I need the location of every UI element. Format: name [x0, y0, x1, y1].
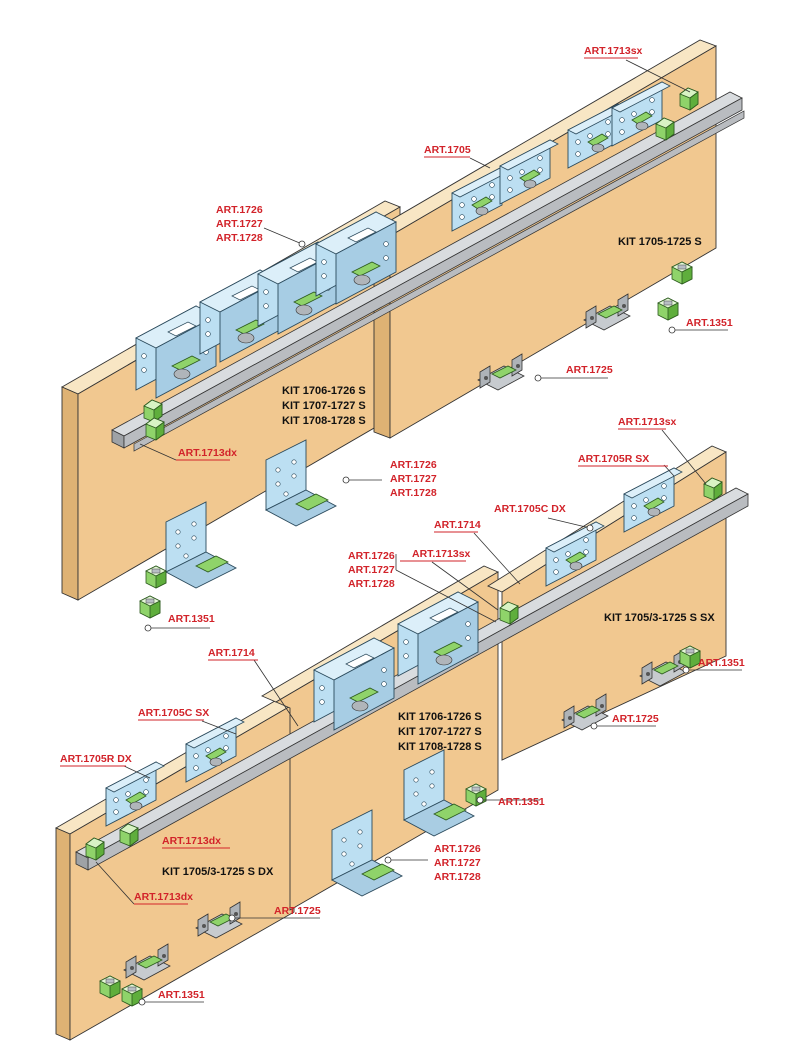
kit-label-1705-1725: KIT 1705-1725 S — [618, 236, 702, 248]
label-art-1705c-sx: ART.1705C SX — [138, 707, 209, 719]
kit-label-1708: KIT 1708-1728 S — [282, 415, 366, 427]
label-art-1714: ART.1714 — [434, 519, 481, 531]
label-art-1727-b: ART.1727 — [390, 473, 437, 485]
label-art-1727: ART.1727 — [216, 218, 263, 230]
label-art-1351-c: ART.1351 — [698, 657, 745, 669]
label-art-1705r-dx: ART.1705R DX — [60, 753, 132, 765]
label-art-1728: ART.1728 — [216, 232, 263, 244]
label-art-1351-d: ART.1351 — [498, 796, 545, 808]
labels: ART.1713sx ART.1705 ART.1726 ART.1727 AR… — [60, 45, 745, 1001]
label-art-1727-c: ART.1727 — [348, 564, 395, 576]
stop-cube-1351-e — [679, 645, 701, 669]
bottom-assembly — [54, 445, 749, 1041]
label-art-1705c-dx: ART.1705C DX — [494, 503, 566, 515]
label-art-1726: ART.1726 — [216, 204, 263, 216]
stop-cube-1351-f — [465, 783, 487, 807]
stop-cube-1351-c — [145, 565, 167, 589]
kit-label-1708-b: KIT 1708-1728 S — [398, 741, 482, 753]
label-art-1726-d: ART.1726 — [434, 843, 481, 855]
label-art-1726-c: ART.1726 — [348, 550, 395, 562]
label-art-1713dx-c: ART.1713dx — [134, 891, 193, 903]
label-art-1351-b: ART.1351 — [168, 613, 215, 625]
top-assembly — [61, 39, 745, 619]
stop-cube-1351 — [671, 261, 693, 285]
label-art-1705r-sx: ART.1705R SX — [578, 453, 649, 465]
label-art-1713sx-b: ART.1713sx — [618, 416, 677, 428]
label-art-1727-d: ART.1727 — [434, 857, 481, 869]
stop-cube-1351-g — [99, 975, 121, 999]
label-art-1726-b: ART.1726 — [390, 459, 437, 471]
label-art-1728-d: ART.1728 — [434, 871, 481, 883]
kit-label-1706: KIT 1706-1726 S — [282, 385, 366, 397]
kit-label-1705-3-dx: KIT 1705/3-1725 S DX — [162, 866, 274, 878]
label-art-1713dx: ART.1713dx — [178, 447, 237, 459]
label-art-1725: ART.1725 — [566, 364, 613, 376]
stop-cube-1351-b — [657, 297, 679, 321]
label-art-1713sx-c: ART.1713sx — [412, 548, 471, 560]
label-art-1725-c: ART.1725 — [274, 905, 321, 917]
kit-label-1707-b: KIT 1707-1727 S — [398, 726, 482, 738]
label-art-1713dx-b: ART.1713dx — [162, 835, 221, 847]
label-art-1705: ART.1705 — [424, 144, 471, 156]
kit-label-1705-3-sx: KIT 1705/3-1725 S SX — [604, 612, 715, 624]
label-art-1728-c: ART.1728 — [348, 578, 395, 590]
top-rail — [111, 91, 745, 452]
kit-label-1706-b: KIT 1706-1726 S — [398, 711, 482, 723]
leader-lines — [60, 57, 742, 1006]
label-art-1351-e: ART.1351 — [158, 989, 205, 1001]
stop-cube-1351-d — [139, 595, 161, 619]
kit-label-1707: KIT 1707-1727 S — [282, 400, 366, 412]
label-art-1714-b: ART.1714 — [208, 647, 255, 659]
label-art-1351: ART.1351 — [686, 317, 733, 329]
label-art-1713sx: ART.1713sx — [584, 45, 643, 57]
label-art-1728-b: ART.1728 — [390, 487, 437, 499]
bottom-right-door-panel — [487, 445, 727, 761]
label-art-1725-b: ART.1725 — [612, 713, 659, 725]
